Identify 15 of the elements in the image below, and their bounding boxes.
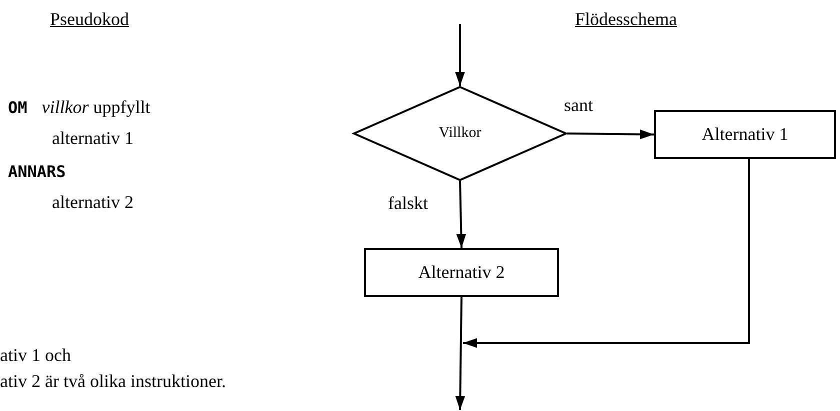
- arrow: [455, 296, 466, 410]
- pseudocode-line: ANNARS: [8, 162, 66, 182]
- arrow: [455, 24, 465, 86]
- section-heading: Pseudokod: [50, 9, 130, 31]
- arrow: [463, 159, 750, 348]
- note-text: ativ 2 är två olika instruktioner.: [0, 371, 226, 393]
- process-box: Alternativ 1: [654, 110, 836, 159]
- pseudocode-line: alternativ 1: [52, 128, 134, 150]
- pseudocode-line: OM villkor uppfyllt: [8, 97, 150, 119]
- process-box: Alternativ 2: [364, 248, 559, 297]
- arrow: [456, 180, 466, 248]
- arrow: [566, 129, 654, 140]
- section-heading: Flödesschema: [575, 9, 677, 31]
- note-text: ativ 1 och: [0, 345, 71, 367]
- pseudocode-line: alternativ 2: [52, 192, 134, 214]
